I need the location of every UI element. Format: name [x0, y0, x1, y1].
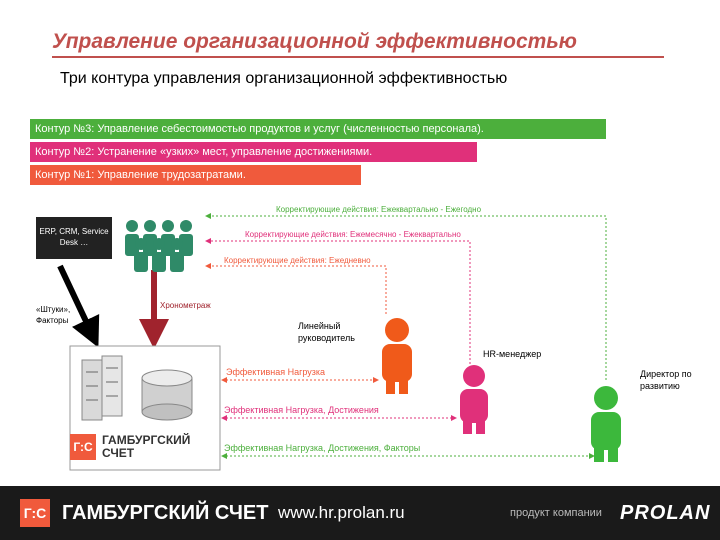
- corrective-monthly-label: Корректирующие действия: Ежемесячно - Еж…: [245, 230, 461, 239]
- team-icon: [125, 220, 193, 272]
- contour-1-bar: Контур №1: Управление трудозатратами.: [30, 165, 361, 185]
- flow-3-label: Эффективная Нагрузка, Достижения, Фактор…: [224, 443, 421, 453]
- corrective-loop-monthly: [205, 238, 471, 364]
- footer-logo-mark: Г:С: [20, 499, 50, 527]
- hr-manager-label: HR-менеджер: [483, 349, 542, 359]
- corrective-quarterly-label: Корректирующие действия: Ежеквартально -…: [276, 205, 482, 214]
- footer-brand: ГАМБУРГСКИЙ СЧЕТ: [62, 502, 269, 524]
- line-manager-figure: [382, 318, 412, 394]
- server-icon: [81, 355, 123, 421]
- corrective-loop-daily: [205, 263, 387, 314]
- database-icon: [141, 369, 193, 421]
- page-subtitle: Три контура управления организационной э…: [60, 70, 508, 87]
- factors-label: «Штуки», Факторы: [36, 305, 71, 325]
- footer-product-label: продукт компании: [510, 507, 602, 519]
- software-logo-mark: Г:С: [70, 434, 96, 460]
- corrective-loop-quarterly: [205, 213, 607, 380]
- software-logo-text: ГАМБУРГСКИЙ СЧЕТ: [102, 433, 191, 460]
- flow-1-label: Эффективная Нагрузка: [226, 367, 326, 377]
- footer-bar: [0, 486, 720, 540]
- director-label: Директор по развитию: [640, 369, 692, 391]
- page-title: Управление организационной эффективность…: [52, 30, 577, 53]
- erp-systems-box: ERP, CRM, Service Desk …: [36, 217, 112, 259]
- director-figure: [591, 386, 621, 462]
- title-rule: [52, 56, 664, 58]
- contour-2-bar: Контур №2: Устранение «узких» мест, упра…: [30, 142, 477, 162]
- contour-3-bar: Контур №3: Управление себестоимостью про…: [30, 119, 606, 139]
- hr-manager-figure: [460, 365, 488, 434]
- flow-2-label: Эффективная Нагрузка, Достижения: [224, 405, 379, 415]
- footer-url[interactable]: www.hr.prolan.ru: [278, 503, 405, 522]
- erp-arrow: [57, 264, 100, 348]
- corrective-daily-label: Корректирующие действия: Ежедневно: [224, 256, 371, 265]
- footer-company-logo: PROLAN: [620, 502, 711, 524]
- line-manager-label: Линейный руководитель: [298, 321, 355, 343]
- chronometry-label: Хронометраж: [160, 301, 211, 310]
